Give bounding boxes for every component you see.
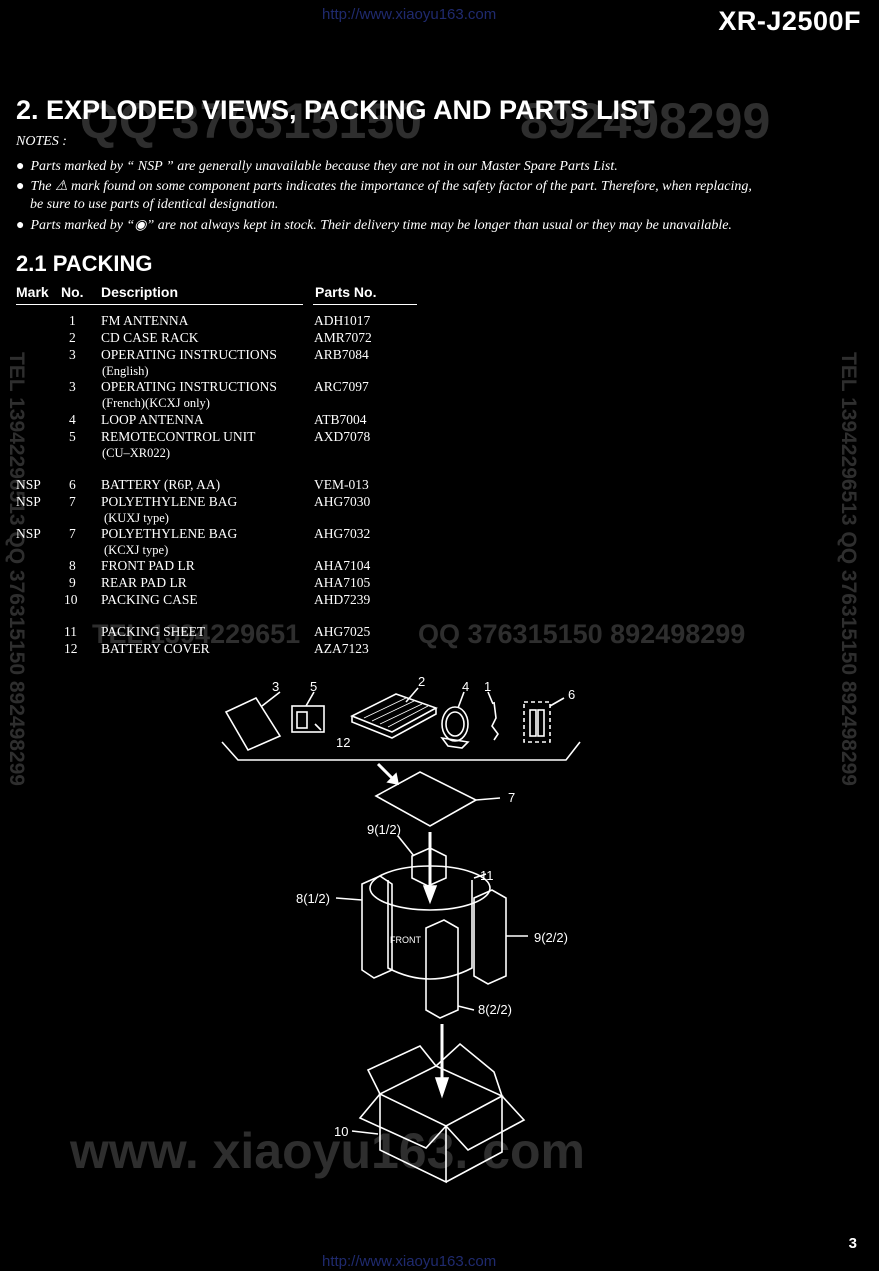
url-watermark-bottom: http://www.xiaoyu163.com (322, 1253, 497, 1270)
arrow-to-unit-head (422, 885, 438, 905)
front-pad-1 (361, 875, 393, 979)
side-watermark-left: TEL 13942296513 QQ 376315150 892498299 (5, 352, 28, 786)
diagram-label-4: 4 (462, 679, 469, 694)
diagram-label-2: 2 (418, 674, 425, 689)
diagram-label-8b: 8(2/2) (478, 1002, 512, 1017)
unit-body (387, 880, 473, 980)
packing-diagram: 3 5 2 4 1 6 12 7 9(1/2) 11 8(1/2) 9(2/2)… (221, 674, 581, 1184)
site-watermark-bottom: www. xiaoyu163. com (70, 1123, 586, 1179)
cd-rack-hatching (363, 697, 429, 728)
diagram-label-7: 7 (508, 790, 515, 805)
diagram-label-3: 3 (272, 679, 279, 694)
diagram-label-8a: 8(1/2) (296, 891, 330, 906)
flap-left (358, 1093, 447, 1149)
col-header-mark: Mark (16, 284, 49, 300)
leader-line-3 (261, 691, 281, 707)
flap-back-left (366, 1045, 437, 1095)
page-title: 2. EXPLODED VIEWS, PACKING AND PARTS LIS… (16, 95, 655, 125)
remote-control (291, 705, 325, 733)
packing-case-right (445, 1096, 503, 1183)
section-heading: 2.1 PACKING (16, 251, 153, 276)
instructions-booklet (224, 696, 282, 752)
flap-right (445, 1095, 526, 1151)
diagram-label-11: 11 (480, 868, 494, 883)
diagram-label-5: 5 (310, 679, 317, 694)
url-watermark-top: http://www.xiaoyu163.com (322, 6, 497, 23)
leader-line-1 (487, 691, 494, 705)
model-name: XR-J2500F (718, 6, 861, 36)
col-header-parts-no: Parts No. (315, 284, 377, 300)
accessory-tray (221, 741, 581, 761)
qq-watermark-mid: QQ 376315150 892498299 (418, 619, 746, 649)
leader-line-10 (351, 1130, 379, 1135)
loop-antenna-stand (440, 736, 470, 749)
diagram-label-6: 6 (568, 687, 575, 702)
leader-line-9a (397, 835, 415, 857)
diagram-label-1: 1 (484, 679, 491, 694)
battery-cell-1 (529, 709, 537, 737)
side-watermark-right: TEL 13942296513 QQ 376315150 892498299 (837, 352, 860, 786)
diagram-label-front: FRONT (390, 935, 421, 945)
diagram-label-10: 10 (334, 1124, 348, 1139)
leader-line-7 (475, 797, 501, 801)
notes-heading: NOTES : (16, 134, 67, 149)
note-stock: ●Parts marked by “◉” are not always kept… (16, 218, 732, 233)
note-safety-cont: be sure to use parts of identical design… (30, 197, 279, 212)
leader-line-4 (457, 691, 465, 709)
packing-case-left (379, 1094, 447, 1184)
loop-antenna (441, 706, 469, 742)
diagram-label-9b: 9(2/2) (534, 930, 568, 945)
arrow-to-box-head (434, 1077, 450, 1099)
rear-pad-1 (411, 847, 447, 887)
note-nsp: ●Parts marked by “ NSP ” are generally u… (16, 159, 618, 174)
arrow-to-bag (376, 762, 396, 782)
leader-line-8a (335, 897, 363, 901)
front-pad-2 (425, 919, 459, 1019)
remote-battery-cover (296, 711, 308, 729)
flap-back-right (435, 1042, 503, 1097)
packing-sheet (369, 865, 491, 911)
header-rule-right (313, 304, 417, 305)
qq-watermark-top: QQ 376315150 (80, 93, 422, 149)
col-header-no: No. (61, 284, 84, 300)
page-number: 3 (848, 1235, 857, 1252)
loop-antenna-inner (445, 711, 465, 737)
leader-line-11 (473, 873, 487, 879)
note-safety: ●The ⚠ mark found on some component part… (16, 179, 752, 194)
number-watermark-top: 892498299 (520, 93, 771, 149)
leader-line-6 (549, 697, 565, 707)
leader-line-2 (405, 687, 419, 703)
rear-pad-2 (473, 889, 507, 985)
tel-watermark-mid: TEL 1394229651 (92, 619, 301, 649)
battery-bag (523, 701, 551, 743)
leader-line-5 (305, 691, 315, 707)
diagram-label-12: 12 (336, 735, 350, 750)
cd-case-rack-side (351, 708, 437, 739)
diagram-label-9a: 9(1/2) (367, 822, 401, 837)
col-header-description: Description (101, 284, 179, 300)
arrow-to-bag-head (386, 772, 400, 786)
leader-line-8b (457, 1005, 475, 1011)
fm-antenna (491, 701, 499, 741)
header-rule-left (16, 304, 303, 305)
battery-cell-2 (537, 709, 545, 737)
remote-pointer (314, 723, 322, 731)
